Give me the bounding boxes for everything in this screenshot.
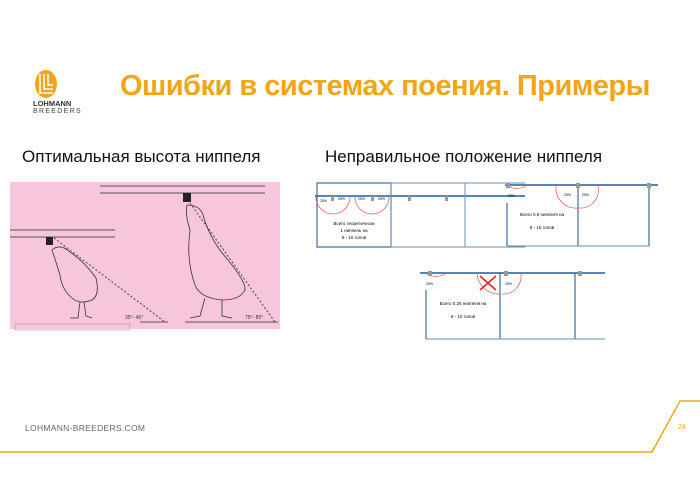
pct-label: 25% bbox=[508, 194, 515, 198]
pct-label: 25% bbox=[378, 197, 385, 201]
pct-label: 25% bbox=[426, 282, 433, 286]
subtitle-wrong-position: Неправильное положение ниппеля bbox=[325, 147, 603, 166]
footer-accent-line bbox=[0, 400, 700, 453]
angle-label-adult: 75°- 85° bbox=[245, 315, 263, 321]
diagram-note: 8 - 10 голов bbox=[342, 235, 367, 240]
pct-label: 25% bbox=[564, 193, 571, 197]
nipple-diagram-2 bbox=[495, 182, 658, 248]
logo-text-lohmann: LOHMANN bbox=[33, 99, 72, 108]
nipple-icon bbox=[46, 237, 53, 245]
logo-text-breeders: BREEDERS bbox=[33, 108, 82, 115]
cross-icon bbox=[479, 275, 497, 291]
chick-outline bbox=[51, 246, 98, 319]
footer-website: LOHMANN-BREEDERS.COM bbox=[25, 423, 146, 433]
optimal-height-illustration bbox=[10, 182, 280, 331]
nipple-diagram-3 bbox=[420, 271, 605, 340]
diagram-note: Всего 0,5 ниппеля на bbox=[520, 212, 565, 217]
pct-label: 25% bbox=[358, 197, 365, 201]
lohmann-logo-icon bbox=[35, 70, 57, 98]
diagram-note: 8 - 10 голов bbox=[451, 314, 476, 319]
page-title: Ошибки в системах поения. Примеры bbox=[120, 70, 650, 102]
pct-label: 25% bbox=[338, 197, 345, 201]
hen-outline bbox=[186, 204, 246, 319]
nipple-diagram-1 bbox=[315, 182, 525, 248]
subtitle-optimal-height: Оптимальная высота ниппеля bbox=[22, 147, 261, 166]
angle-label-chick: 35°- 45° bbox=[125, 315, 143, 321]
pct-label: 25% bbox=[320, 199, 327, 203]
page-number: 24 bbox=[678, 424, 686, 431]
nipple-icon bbox=[183, 193, 191, 202]
diagram-note: Всего теоретически bbox=[333, 221, 375, 226]
diagram-note: Всего 0,25 ниппеля на bbox=[440, 301, 487, 306]
pct-label: 25% bbox=[505, 282, 512, 286]
diagram-note: 8 - 10 голов bbox=[530, 225, 555, 230]
pct-label: 25% bbox=[582, 193, 589, 197]
diagram-note: 1 ниппель на bbox=[340, 228, 368, 233]
